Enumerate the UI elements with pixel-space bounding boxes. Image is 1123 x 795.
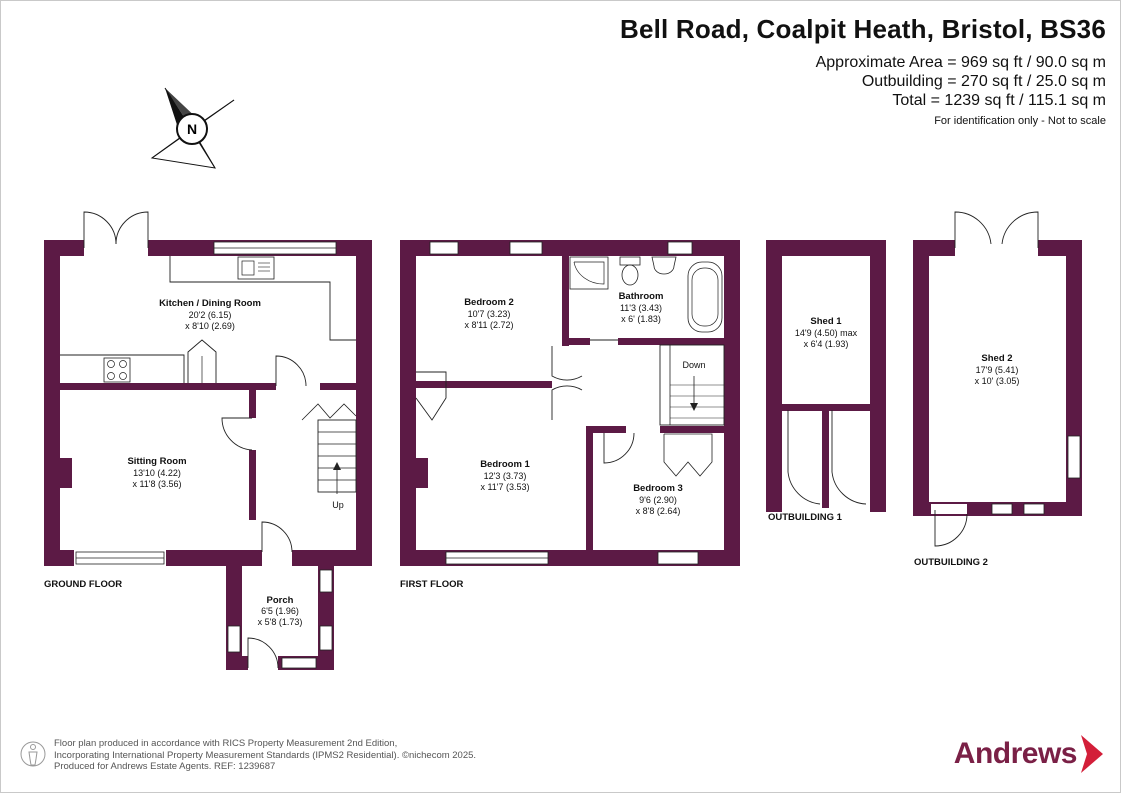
identification-note: For identification only - Not to scale xyxy=(934,115,1106,127)
outbuilding-area: Outbuilding = 270 sq ft / 25.0 sq m xyxy=(861,73,1106,90)
shed1-dim1: 14'9 (4.50) max xyxy=(795,328,858,338)
bedroom1-name: Bedroom 1 xyxy=(480,459,530,470)
first-floor-label: FIRST FLOOR xyxy=(400,579,463,590)
bedroom3-dim2: x 8'8 (2.64) xyxy=(636,506,681,516)
stairs-down-label: Down xyxy=(682,360,705,370)
compass-icon: N xyxy=(150,87,235,169)
bathroom-dim2: x 6' (1.83) xyxy=(621,314,661,324)
outbuilding2-plan xyxy=(913,211,1082,547)
outbuilding1-label: OUTBUILDING 1 xyxy=(768,512,843,523)
ground-floor-label: GROUND FLOOR xyxy=(44,579,122,590)
bedroom3-name: Bedroom 3 xyxy=(633,483,683,494)
footer-text: Floor plan produced in accordance with R… xyxy=(54,738,476,773)
footer-line-3: Produced for Andrews Estate Agents. REF:… xyxy=(54,761,276,772)
outbuilding2-label: OUTBUILDING 2 xyxy=(914,557,988,568)
bedroom1-dim1: 12'3 (3.73) xyxy=(484,471,527,481)
sitting-room-name: Sitting Room xyxy=(127,456,186,467)
porch-name: Porch xyxy=(267,595,294,606)
kitchen-name: Kitchen / Dining Room xyxy=(159,298,261,309)
sitting-room-dim2: x 11'8 (3.56) xyxy=(132,479,181,489)
shed1-dim2: x 6'4 (1.93) xyxy=(804,339,849,349)
outbuilding1-plan xyxy=(766,240,886,512)
footer: Floor plan produced in accordance with R… xyxy=(20,738,476,773)
stairs-up-label: Up xyxy=(332,500,344,510)
header: Bell Road, Coalpit Heath, Bristol, BS36 … xyxy=(620,14,1106,127)
porch-dim2: x 5'8 (1.73) xyxy=(258,617,303,627)
shed2-dim1: 17'9 (5.41) xyxy=(976,365,1019,375)
property-title: Bell Road, Coalpit Heath, Bristol, BS36 xyxy=(620,14,1106,44)
logo-text: Andrews xyxy=(953,737,1078,770)
bedroom2-name: Bedroom 2 xyxy=(464,297,514,308)
kitchen-dim2: x 8'10 (2.69) xyxy=(185,321,235,331)
bedroom2-dim1: 10'7 (3.23) xyxy=(468,309,511,319)
kitchen-dim1: 20'2 (6.15) xyxy=(189,310,232,320)
footer-line-2: Incorporating International Property Mea… xyxy=(54,749,477,761)
bedroom1-dim2: x 11'7 (3.53) xyxy=(480,482,529,492)
sitting-room-dim1: 13'10 (4.22) xyxy=(133,468,181,478)
total-area: Total = 1239 sq ft / 115.1 sq m xyxy=(892,92,1106,109)
first-floor-plan xyxy=(400,240,740,566)
approximate-area: Approximate Area = 969 sq ft / 90.0 sq m xyxy=(815,54,1106,71)
andrews-logo: Andrews xyxy=(954,733,1105,775)
footer-line-1: Floor plan produced in accordance with R… xyxy=(54,738,398,749)
ground-floor-plan xyxy=(44,211,372,670)
logo-arrow-icon xyxy=(1081,735,1103,773)
porch-dim1: 6'5 (1.96) xyxy=(261,606,299,616)
bedroom3-dim1: 9'6 (2.90) xyxy=(639,495,677,505)
bathroom-name: Bathroom xyxy=(619,291,664,302)
bedroom2-dim2: x 8'11 (2.72) xyxy=(464,320,513,330)
shed2-dim2: x 10' (3.05) xyxy=(975,376,1020,386)
bathroom-dim1: 11'3 (3.43) xyxy=(620,303,662,313)
shed1-name: Shed 1 xyxy=(810,316,842,327)
shed2-name: Shed 2 xyxy=(981,353,1012,364)
person-icon xyxy=(20,741,46,767)
compass-north-label: N xyxy=(187,121,197,137)
